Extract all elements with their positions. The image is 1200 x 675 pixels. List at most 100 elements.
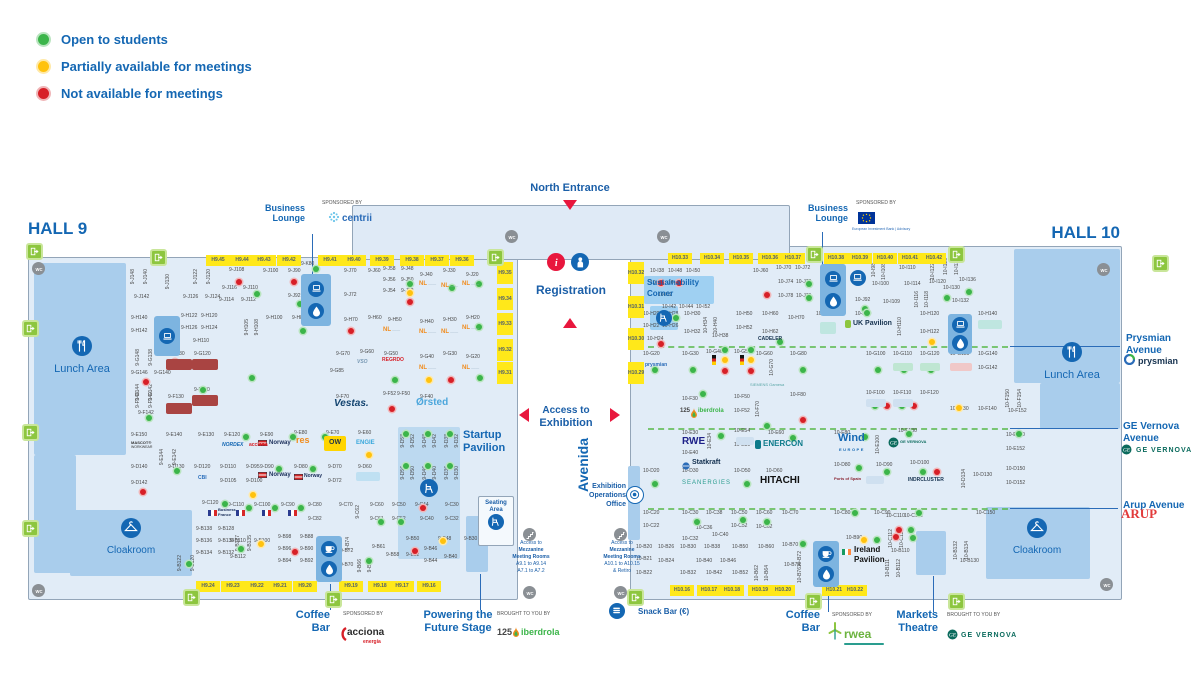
booth-label: 10-B60 [758, 544, 775, 550]
exit-icon [183, 589, 200, 606]
prysmian-logo: prysmian [1138, 356, 1179, 366]
availability-dot-green [966, 289, 972, 295]
booth-label: 9-D72 [328, 478, 342, 484]
hall9-title: HALL 9 [28, 219, 88, 238]
booth-label: 10-G20 [643, 351, 660, 357]
booth-label: 9-B122 [177, 555, 183, 572]
booth-label: 10-B62 [754, 565, 760, 582]
booth-label: 10-D134 [961, 469, 967, 489]
laptop-icon [159, 328, 175, 344]
availability-dot-red [292, 549, 298, 555]
booth-label: 9-G148 [135, 349, 141, 366]
availability-dot-green [392, 377, 398, 383]
booth-label: 10-F80 [790, 392, 806, 398]
ops-office-label: Office [606, 501, 626, 508]
booth-label: 10-C90 [874, 510, 891, 516]
svg-text:WC: WC [35, 267, 42, 272]
booth-label: 9-H30 [443, 317, 457, 323]
cbi-logo: CBI [198, 475, 207, 481]
eib-logo: European Investment Bank | Advisory [852, 227, 911, 231]
availability-dot-yellow [748, 357, 754, 363]
booth-label: 10-G142 [978, 365, 998, 371]
booth-label: 9-J130 [165, 274, 171, 290]
norway-logo: Norway [269, 472, 291, 478]
svg-text:GE: GE [949, 633, 957, 639]
availability-dot-green [297, 301, 303, 307]
booth-label: 9-C30 [445, 502, 459, 508]
booth-label: 10-H70 [788, 315, 805, 321]
booth-label: 10-D50 [734, 468, 751, 474]
booth-label: 10-C62 [756, 524, 773, 530]
statkraft-logo: Statkraft [692, 459, 721, 466]
booth-label: 9-D140 [131, 464, 148, 470]
availability-dot-green [276, 466, 282, 472]
ireland-pavilion-logo: Ireland [854, 545, 881, 554]
booth-label: 10-C110 [886, 513, 905, 519]
meeting-room-tag: H9.20 [293, 581, 317, 592]
exit-icon [948, 593, 965, 610]
snack-bar-icon [609, 603, 625, 619]
business-lounge-hall10 [820, 264, 846, 316]
booth-label: 9-F140 [148, 392, 154, 408]
booth-label: 9-B58 [386, 552, 400, 558]
booth-label: 10-B20 [636, 544, 653, 550]
availability-dot-red [658, 341, 664, 347]
booth-label: 10-B74 [784, 562, 801, 568]
availability-dot-green [200, 387, 206, 393]
business-lounge-label-h9: Lounge [272, 213, 306, 223]
booth-label: 9-G140 [154, 370, 171, 376]
booth-label: 9-J124 [205, 294, 221, 300]
booth-label: 9-D120 [194, 464, 211, 470]
nordex-logo: NORDEX [222, 442, 244, 448]
availability-dot-green [718, 433, 724, 439]
meeting-room-tag: H9.19 [339, 581, 363, 592]
availability-dot-green [447, 431, 453, 437]
norway-flag [258, 440, 267, 446]
booth-label: 9-B40 [444, 554, 458, 560]
booth-label: 9-D80 [294, 464, 308, 470]
brand-block [166, 403, 192, 414]
booth-label: 9-E150 [131, 432, 148, 438]
wc-icon: WC [657, 230, 670, 243]
availability-dot-red [896, 527, 902, 533]
booth-label: 10-H52 [736, 325, 753, 331]
info-icon: i [547, 253, 565, 271]
booth-label: 10-H62 [762, 329, 779, 335]
booth-label: 10-F150 [1005, 389, 1011, 408]
booth-label: 10-I116 [914, 291, 920, 308]
booth-label: 10-B38 [704, 544, 721, 550]
acciona-energia-logo: acciona [347, 627, 385, 638]
availability-dot-yellow [407, 290, 413, 296]
availability-dot-green [910, 535, 916, 541]
meeting-room-tag: H9.21 [268, 581, 292, 592]
wc-icon: WC [32, 262, 45, 275]
availability-dot-green [673, 315, 679, 321]
orsted-logo: Ørsted [416, 397, 449, 408]
indrcluster-logo: INDRCLUSTER [908, 477, 944, 483]
business-lounge-label-h9: Business [264, 203, 305, 213]
svg-text:WC: WC [508, 235, 515, 240]
availability-dot-green [944, 295, 950, 301]
coffee-bar-label-h9: Coffee [295, 609, 330, 621]
coffee-bar-hall10 [813, 541, 839, 587]
meeting-room-tag: H10.37 [781, 253, 805, 264]
availability-dot-red [140, 489, 146, 495]
mezzanine-note-left: Access to [520, 540, 542, 546]
booth-label: 9-J20 [466, 272, 479, 278]
booth-label: 10-C150 [976, 510, 996, 516]
meeting-room-tag: H10.21 [822, 585, 846, 596]
acciona-energia-logo [338, 626, 347, 646]
booth-label: 9-H124 [201, 325, 218, 331]
ge-vernova-logo: GE VERNOVA [1136, 447, 1193, 454]
booth-label: 9-C70 [339, 502, 353, 508]
booth-label: 9-E60 [358, 430, 372, 436]
business-france-logo: France [218, 512, 232, 517]
booth-label: 9-H120 [201, 313, 218, 319]
legend-label: Open to students [61, 32, 168, 47]
ge-vernova-logo: GE [888, 436, 899, 452]
booth-label: 9-B46 [424, 546, 438, 552]
brought-by-label: BROUGHT TO YOU BY [497, 611, 551, 617]
availability-dot-green [298, 505, 304, 511]
legend-label: Not available for meetings [61, 86, 223, 101]
cloakroom-icon [1027, 518, 1047, 538]
